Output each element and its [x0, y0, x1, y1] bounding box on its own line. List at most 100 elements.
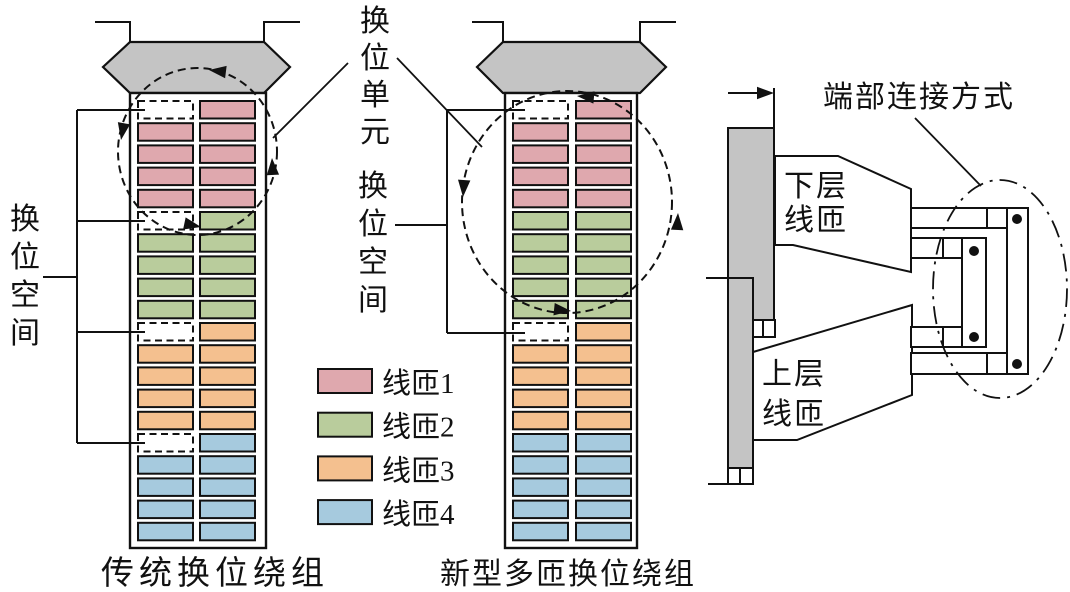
- coil-cell-coil1: [137, 144, 194, 164]
- coil-cell-coil1: [512, 166, 569, 187]
- coil-cell-coil3: [512, 366, 569, 386]
- coil-cell-coil4: [512, 455, 569, 475]
- legend-swatch-coil2: [317, 411, 373, 438]
- lower-layer-trapezoid: [774, 155, 912, 274]
- vertical-label-char: 换: [358, 170, 388, 203]
- coil-cell-coil2: [199, 233, 256, 253]
- coil-cell-coil2: [199, 299, 256, 320]
- legend-swatch-coil4: [317, 499, 373, 526]
- coil-cell-coil1: [575, 100, 632, 120]
- coil-cell-coil2: [575, 233, 632, 253]
- coil-cell-coil4: [137, 499, 194, 520]
- coil-cell-coil4: [512, 477, 569, 497]
- transposition-gap-cell: [137, 433, 194, 453]
- coil-cell-coil3: [199, 322, 256, 342]
- vertical-label-char: 位: [10, 241, 40, 274]
- coil-cell-coil2: [137, 255, 194, 275]
- legend-swatch-coil1: [317, 368, 373, 394]
- transposition-circle-new: [456, 89, 685, 318]
- vertical-label-char: 空: [10, 279, 40, 312]
- coil-cell-coil2: [512, 233, 569, 253]
- traditional-winding-cells: [137, 100, 256, 542]
- transposition-gap-cell: [137, 211, 194, 231]
- transposition-circle-traditional: [114, 63, 280, 236]
- vertical-label-char: 位: [360, 42, 390, 75]
- yoke-bracket-left: [95, 21, 131, 42]
- caption-traditional: 传统换位绕组: [101, 555, 329, 592]
- coil-cell-coil4: [137, 477, 194, 497]
- coil-cell-coil1: [199, 166, 256, 187]
- coil-cell-coil2: [512, 211, 569, 231]
- coil-cell-coil4: [137, 521, 194, 542]
- coil-cell-coil3: [575, 366, 632, 386]
- vertical-label-char: 位: [358, 208, 388, 241]
- transposition-space-bracket-mid: [395, 109, 525, 334]
- upper-layer-label-line1: 上层: [762, 358, 826, 391]
- coil-cell-coil2: [137, 277, 194, 298]
- vertical-label-char: 间: [358, 284, 388, 317]
- coil-cell-coil4: [199, 499, 256, 520]
- coil-cell-coil3: [137, 388, 194, 409]
- coil-cell-coil3: [575, 410, 632, 431]
- coil-cell-coil4: [199, 521, 256, 542]
- vertical-label-char: 换: [10, 203, 40, 236]
- vertical-label-char: 间: [10, 317, 40, 350]
- coil-cell-coil2: [512, 277, 569, 298]
- coil-cell-coil1: [575, 166, 632, 187]
- upper-layer-trapezoid: [752, 303, 913, 441]
- press-ring-hexagon: [475, 40, 668, 95]
- coil-cell-coil2: [137, 299, 194, 320]
- coil-cell-coil4: [199, 455, 256, 475]
- inner-right-bar: [961, 237, 987, 348]
- end-connection-detail: 下层 线匝 上层 线匝 端部连接方式: [706, 81, 1068, 485]
- coil-cell-coil4: [575, 521, 632, 542]
- coil-cell-coil1: [137, 122, 194, 142]
- caption-new: 新型多匝换位绕组: [440, 558, 696, 591]
- legend-swatch-coil3: [317, 455, 373, 482]
- coil-cell-coil4: [575, 455, 632, 475]
- coil-cell-coil3: [512, 388, 569, 409]
- transposition-gap-cell: [512, 322, 569, 342]
- coil-cell-coil2: [575, 277, 632, 298]
- coil-cell-coil1: [199, 144, 256, 164]
- coil-cell-coil2: [199, 255, 256, 275]
- coil-cell-coil2: [512, 255, 569, 275]
- transposition-gap-cell: [137, 100, 194, 120]
- coil-cell-coil1: [512, 122, 569, 142]
- coil-cell-coil1: [575, 144, 632, 164]
- end-connection-title: 端部连接方式: [823, 81, 1015, 114]
- coil-cell-coil4: [512, 499, 569, 520]
- coil-cell-coil1: [199, 122, 256, 142]
- transposition-gap-cell: [137, 322, 194, 342]
- yoke-bracket-right: [639, 21, 676, 42]
- coil-cell-coil3: [137, 366, 194, 386]
- bolt-dots: [969, 214, 1022, 369]
- coil-cell-coil3: [575, 388, 632, 409]
- vertical-label-char: 换: [360, 5, 390, 38]
- coil-cell-coil4: [199, 477, 256, 497]
- spacer-block: [752, 319, 776, 338]
- coil-cell-coil2: [575, 211, 632, 231]
- bolt-dot: [969, 246, 979, 256]
- detail-callout-ellipse: [932, 179, 1068, 399]
- coil-cell-coil1: [575, 122, 632, 142]
- coil-cell-coil2: [137, 233, 194, 253]
- coil-cell-coil4: [575, 499, 632, 520]
- coil-cell-coil2: [199, 277, 256, 298]
- transposition-gap-cell: [512, 100, 569, 120]
- detail-leader-line: [914, 117, 982, 187]
- lower-strand-bar: [727, 277, 754, 469]
- coil-cell-coil4: [575, 433, 632, 453]
- coil-cell-coil2: [199, 211, 256, 231]
- coil-cell-coil4: [512, 521, 569, 542]
- coil-cell-coil3: [199, 410, 256, 431]
- legend-label: 线匝1: [382, 367, 455, 400]
- transposition-unit-leaders: [272, 57, 483, 148]
- coil-cell-coil3: [512, 344, 569, 364]
- coil-cell-coil2: [575, 299, 632, 320]
- bolt-dot: [1012, 214, 1022, 224]
- lower-layer-label-line2: 线匝: [784, 204, 848, 237]
